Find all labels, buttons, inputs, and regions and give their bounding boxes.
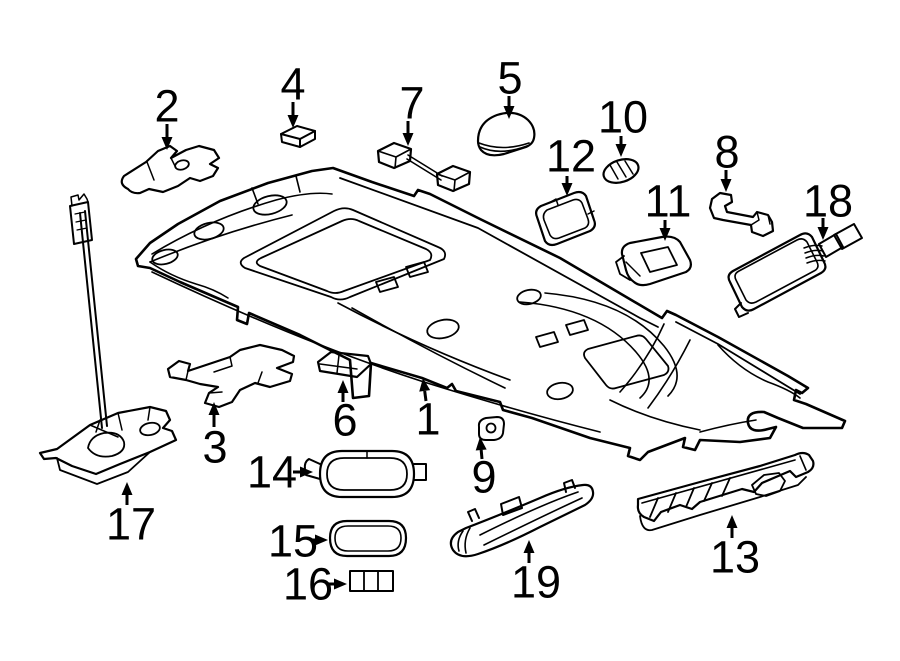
part-18-module-harness-drawing [727, 223, 863, 318]
callout-arrow-14 [293, 466, 313, 478]
callout-arrow-8 [720, 170, 732, 192]
part-10-plug-drawing [602, 158, 640, 184]
callout-arrow-12 [561, 176, 573, 196]
callout-label-18: 18 [802, 175, 854, 227]
callout-label-11: 11 [644, 175, 692, 227]
callout-label-3: 3 [202, 421, 228, 473]
callout-label-7: 7 [399, 77, 425, 129]
part-2-bracket-drawing [120, 144, 221, 195]
callout-arrow-4 [287, 102, 299, 128]
callout-arrow-17 [121, 482, 133, 505]
callout-label-10: 10 [597, 91, 649, 143]
callout-arrow-19 [523, 540, 535, 563]
part-1-headliner-panel-drawing [134, 166, 847, 462]
callout-arrow-16 [327, 578, 347, 590]
callout-label-14: 14 [246, 446, 298, 498]
part-12-module-drawing [535, 190, 596, 247]
callout-arrow-18 [817, 218, 829, 240]
callout-label-13: 13 [709, 531, 761, 583]
callout-label-6: 6 [332, 394, 358, 446]
callout-arrow-1 [419, 378, 431, 402]
callout-arrow-11 [659, 220, 671, 241]
callout-label-15: 15 [267, 515, 319, 567]
part-8-bracket-drawing [708, 191, 775, 238]
callout-label-17: 17 [105, 498, 157, 550]
part-19-console-drawing [449, 479, 595, 558]
part-3-bracket-drawing [166, 343, 296, 409]
callout-arrow-2 [161, 124, 173, 150]
part-17-rod-assembly-drawing [38, 193, 178, 485]
callout-arrow-6 [337, 380, 349, 402]
part-16-bulb-drawing [349, 570, 394, 592]
callout-label-4: 4 [280, 58, 306, 110]
part-13-rail-drawing [636, 451, 815, 532]
part-11-housing-drawing [615, 235, 692, 287]
callout-label-19: 19 [510, 556, 562, 608]
callout-arrow-13 [726, 515, 738, 538]
callout-label-5: 5 [497, 52, 523, 104]
part-6-clip-drawing [316, 350, 373, 379]
part-5-cap-drawing [476, 111, 536, 157]
callout-arrow-15 [312, 534, 328, 546]
callout-arrow-9 [475, 437, 487, 460]
part-7-strap-drawing [376, 141, 472, 193]
callout-arrow-3 [208, 402, 220, 427]
callout-label-8: 8 [714, 126, 740, 178]
part-15-lens-drawing [328, 519, 408, 558]
callout-label-12: 12 [545, 130, 597, 182]
callout-label-2: 2 [154, 80, 180, 132]
callout-arrow-10 [615, 136, 627, 157]
callout-label-9: 9 [471, 451, 497, 503]
part-9-clip-drawing [477, 416, 505, 441]
callout-label-16: 16 [282, 558, 334, 610]
callout-arrow-5 [503, 96, 515, 119]
part-4-clip-drawing [280, 125, 316, 148]
callout-label-1: 1 [415, 393, 441, 445]
callout-arrow-7 [402, 121, 414, 146]
